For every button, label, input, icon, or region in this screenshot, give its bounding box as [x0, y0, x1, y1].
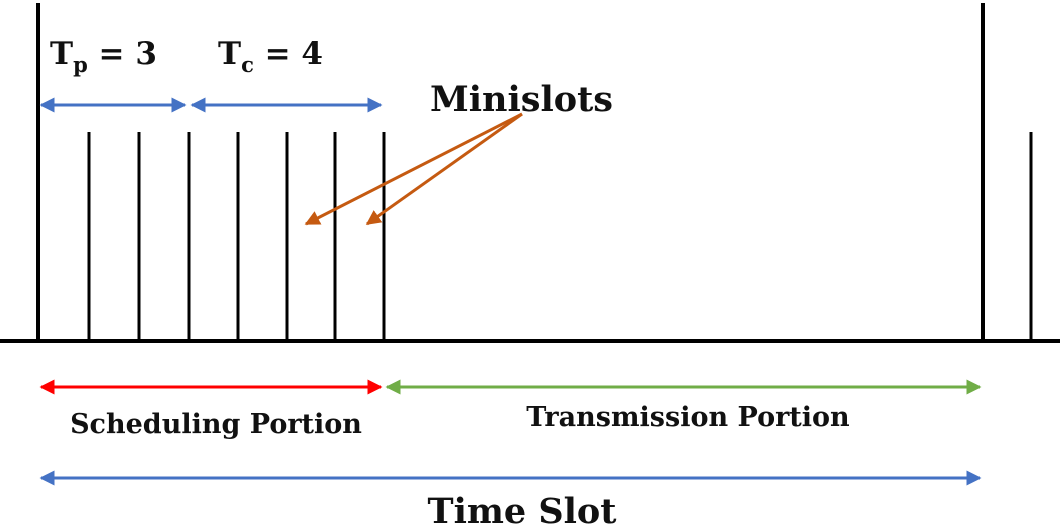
tc-symbol: T — [218, 36, 241, 72]
tc-subscript: c — [241, 52, 254, 77]
tp-subscript: p — [73, 52, 88, 77]
minislot-pointer-arrow — [304, 112, 523, 226]
scheduling-portion-label: Scheduling Portion — [70, 409, 362, 440]
tp-symbol: T — [50, 36, 73, 72]
minislot-pointer-arrow — [365, 112, 523, 226]
tp-value: = 3 — [88, 36, 157, 72]
time-slot-label: Time Slot — [428, 491, 617, 527]
tc-value: = 4 — [254, 36, 323, 72]
tc-label: Tc = 4 — [218, 36, 323, 77]
tp-label: Tp = 3 — [50, 36, 157, 77]
transmission-portion-label: Transmission Portion — [526, 402, 850, 433]
